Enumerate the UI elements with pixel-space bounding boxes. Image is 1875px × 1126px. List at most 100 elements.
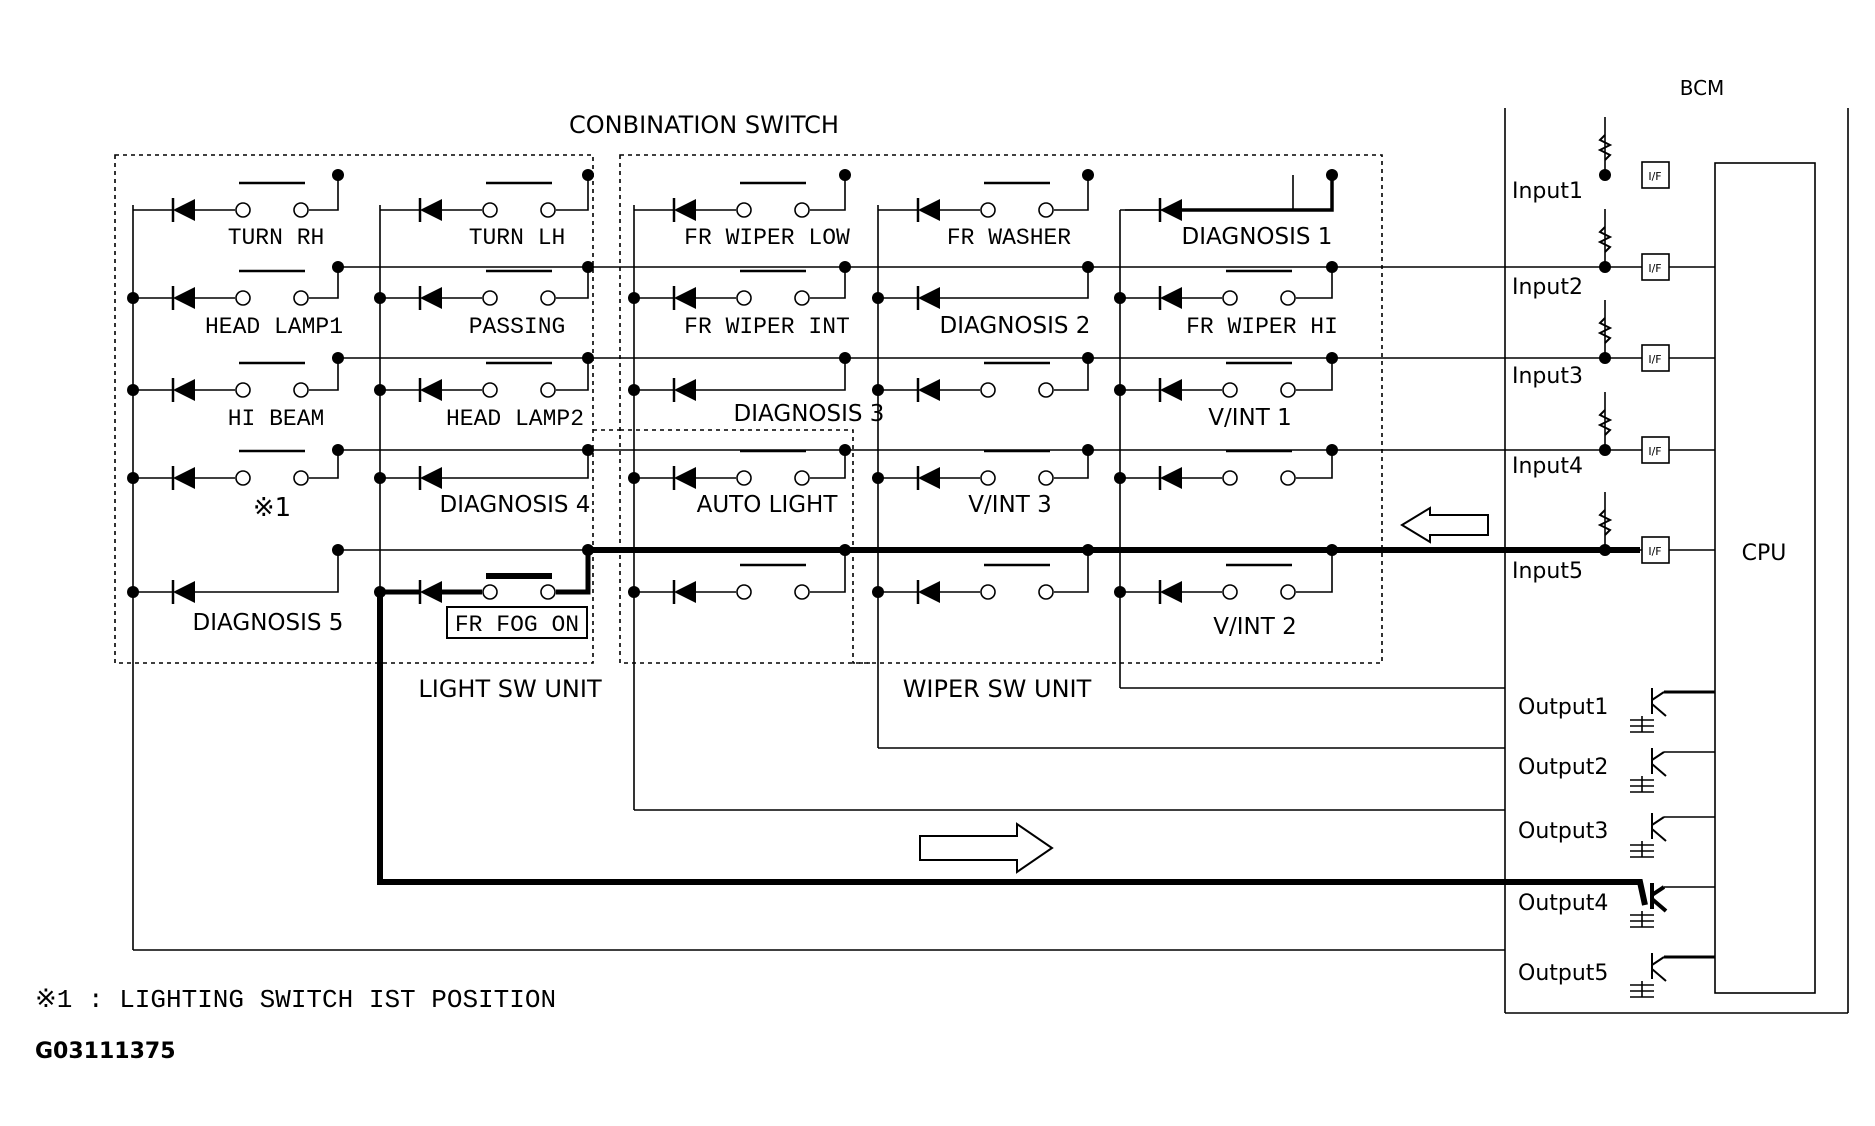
switch-cell-turn-rh — [133, 169, 344, 222]
diode-icon — [420, 379, 442, 401]
light-sw-unit-label: LIGHT SW UNIT — [418, 675, 602, 703]
switch-contact — [293, 470, 309, 486]
label-passing: PASSING — [469, 314, 566, 340]
diode-icon — [918, 581, 940, 603]
row-junction-dot — [839, 261, 851, 273]
diode-icon — [173, 199, 195, 221]
label-diagnosis-4: DIAGNOSIS 4 — [440, 492, 591, 518]
fr-fog-on-box — [446, 606, 588, 639]
diode-icon — [420, 287, 442, 309]
input-2: Input2 — [1512, 275, 1583, 300]
switch-cell-passing — [374, 261, 594, 310]
left-flow-arrow-icon — [1400, 506, 1489, 544]
switch-contact — [540, 202, 556, 218]
diode-icon — [674, 199, 696, 221]
bcm-input-2: I/F — [1597, 209, 1670, 281]
switch-contact — [736, 290, 752, 306]
resistor-icon — [1597, 134, 1613, 161]
switch-contact — [482, 382, 498, 398]
bcm-input-5: I/F — [1597, 492, 1670, 564]
switch-cell-v-int-2 — [1114, 544, 1338, 604]
if-label: I/F — [1648, 545, 1661, 558]
switch-contact — [540, 584, 556, 600]
diode-icon — [1160, 467, 1182, 489]
switch-contact — [736, 202, 752, 218]
if-block — [1641, 344, 1670, 372]
diode-icon — [918, 467, 940, 489]
bcm-io: I/FI/FI/FI/FI/F — [1597, 117, 1715, 998]
input1-wire — [1125, 175, 1294, 211]
diode-icon — [173, 287, 195, 309]
switch-cell-diagnosis-1 — [1120, 169, 1338, 222]
switch-contact — [1222, 382, 1238, 398]
switch-contact — [1222, 584, 1238, 600]
diode-icon — [1160, 581, 1182, 603]
switch-contact — [1038, 202, 1054, 218]
light-sw-unit-box — [114, 154, 594, 664]
wiper-sw-unit-box — [619, 154, 1383, 664]
input-5: Input5 — [1512, 559, 1583, 584]
row-junction-dot — [332, 261, 344, 273]
active-path-output4 — [377, 590, 1648, 906]
switch-cell-hi-beam — [127, 352, 344, 402]
diode-icon — [674, 379, 696, 401]
switch-contact — [736, 584, 752, 600]
bcm-input-1: I/F — [1597, 117, 1670, 189]
output-1: Output1 — [1518, 695, 1608, 720]
switch-cell-auto-light — [628, 444, 851, 490]
switch-cell-v-int-1 — [1114, 352, 1338, 402]
switch-cell-head-lamp2 — [374, 352, 594, 402]
diode-icon — [1160, 199, 1182, 221]
row-junction-dot — [1082, 169, 1094, 181]
if-block — [1641, 536, 1670, 564]
row-junction-dot — [582, 261, 594, 273]
switch-contact — [794, 584, 810, 600]
diode-icon — [173, 467, 195, 489]
switch-cell-row3-switch — [872, 352, 1094, 402]
label-v-int-1: V/INT 1 — [1208, 405, 1291, 431]
row-junction-dot — [839, 352, 851, 364]
switch-contact — [293, 202, 309, 218]
row-junction-dot — [332, 352, 344, 364]
row-junction-dot — [332, 169, 344, 181]
row-junction-dot — [1326, 261, 1338, 273]
if-block — [1641, 161, 1670, 189]
switch-cell-diagnosis-5 — [127, 544, 344, 604]
label-fr-fog-on: FR FOG ON — [455, 612, 579, 638]
switch-cell-note-1 — [127, 444, 344, 490]
label-fr-wiper-int: FR WIPER INT — [684, 314, 850, 340]
row-junction-dot — [1326, 544, 1338, 556]
switch-cell-fr-wiper-hi — [1114, 261, 1338, 310]
label-diagnosis-2: DIAGNOSIS 2 — [940, 313, 1091, 339]
switch-labels: TURN RH TURN LH FR WIPER LOW FR WASHER D… — [193, 224, 1338, 640]
switch-contact — [980, 382, 996, 398]
switch-contact — [235, 382, 251, 398]
switch-cell-fr-wiper-int — [628, 261, 851, 310]
diode-icon — [420, 581, 442, 603]
cpu-label: CPU — [1742, 541, 1787, 566]
diode-icon — [1160, 287, 1182, 309]
row-junction-dot — [839, 444, 851, 456]
row-junction-dot — [1326, 352, 1338, 364]
resistor-icon — [1597, 409, 1613, 436]
row-junction-dot — [582, 169, 594, 181]
switch-contact — [293, 290, 309, 306]
switch-contact — [794, 470, 810, 486]
row-junction-dot — [1326, 444, 1338, 456]
row-junction-dot — [1326, 169, 1338, 181]
output-3: Output3 — [1518, 819, 1608, 844]
switch-contact — [235, 202, 251, 218]
diode-icon — [420, 199, 442, 221]
label-turn-lh: TURN LH — [469, 225, 566, 251]
footnote: ※1 : LIGHTING SWITCH IST POSITION — [35, 985, 556, 1015]
label-hi-beam: HI BEAM — [228, 406, 325, 432]
cpu-block — [1714, 162, 1816, 994]
label-turn-rh: TURN RH — [228, 225, 325, 251]
row-junction-dot — [839, 169, 851, 181]
resistor-icon — [1597, 509, 1613, 536]
bcm-output-3 — [1630, 813, 1715, 858]
label-v-int-2: V/INT 2 — [1213, 614, 1296, 640]
row-junction-dot — [582, 352, 594, 364]
row-junction-dot — [1082, 544, 1094, 556]
